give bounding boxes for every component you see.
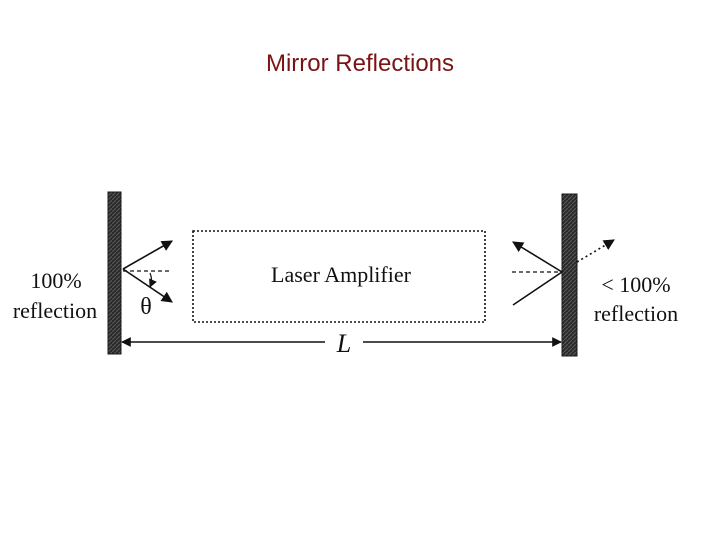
- left-incoming-ray: [122, 240, 173, 270]
- left-reflection-label: reflection: [13, 298, 97, 323]
- slide-title: Mirror Reflections: [265, 50, 455, 77]
- laser-amplifier-box: [192, 230, 486, 323]
- right-reflectivity-label: < 100%: [601, 272, 670, 297]
- right-reflection-label: reflection: [594, 301, 678, 326]
- right-reflected-ray: [512, 271, 563, 306]
- right-transmitted-ray: [576, 239, 615, 263]
- right-incoming-ray: [512, 241, 563, 273]
- length-label: L: [336, 329, 351, 358]
- left-mirror: [107, 191, 122, 355]
- angle-arc: [149, 272, 157, 288]
- laser-amplifier-label: Laser Amplifier: [271, 262, 412, 287]
- angle-theta-label: θ: [140, 294, 152, 320]
- right-mirror: [561, 193, 578, 357]
- left-reflectivity-label: 100%: [30, 268, 81, 293]
- left-reflected-ray: [122, 268, 173, 303]
